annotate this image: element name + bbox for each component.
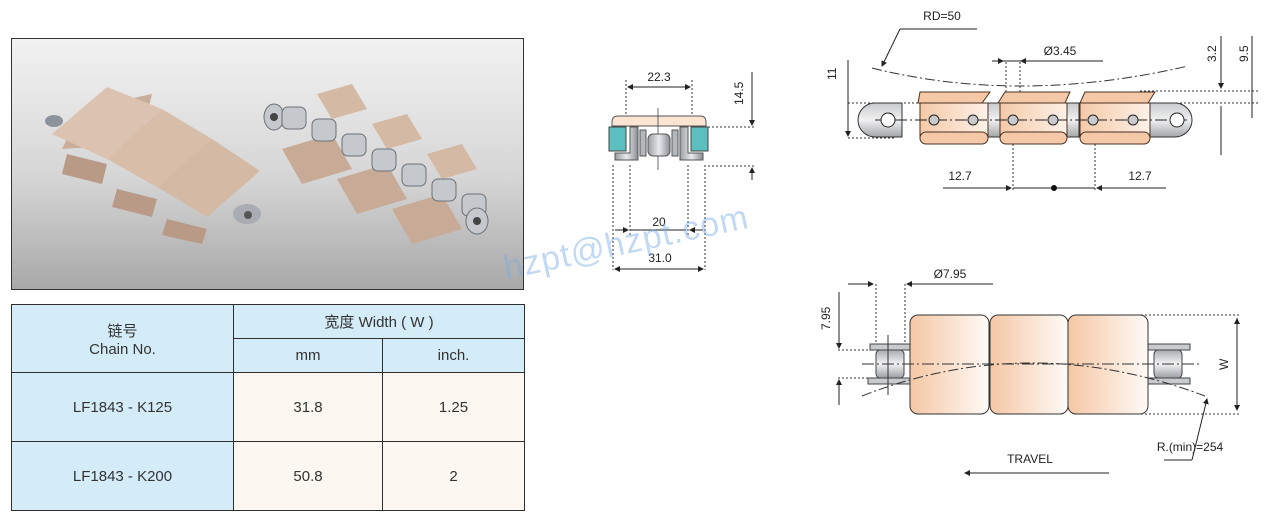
width-mm-cell: 50.8 (233, 441, 383, 511)
dim-height: 14.5 (732, 81, 746, 105)
top-view-drawing: Ø7.95 7.95 W R.(min)=254 TRAVEL (819, 267, 1240, 476)
dim-3-2: 3.2 (1205, 45, 1219, 62)
unit-inch-header: inch. (382, 338, 525, 373)
chain-no-cell: LF1843 - K200 (11, 441, 234, 511)
radius-label: RD=50 (923, 9, 961, 23)
table-row: LF1843 - K200 50.8 2 (11, 441, 525, 511)
width-header: 宽度 Width ( W ) (233, 304, 525, 339)
pitch-right: 12.7 (1128, 169, 1152, 183)
width-inch-cell: 2 (382, 441, 525, 511)
unit-mm-header: mm (233, 338, 383, 373)
dim-7-95: 7.95 (819, 306, 833, 330)
chain-spec-table: 链号 Chain No. 宽度 Width ( W ) mm inch. LF1… (11, 304, 525, 511)
chain-photo-illustration (45, 84, 489, 244)
width-mm-cell: 31.8 (233, 372, 383, 442)
chain-no-cell: LF1843 - K125 (11, 372, 234, 442)
chain-underside (263, 84, 489, 244)
assembled-chain (45, 87, 261, 244)
travel-label: TRAVEL (1007, 452, 1053, 466)
pin-diameter-label: Ø3.45 (1044, 44, 1077, 58)
width-inch-cell: 1.25 (382, 372, 525, 442)
chain-no-header-cn: 链号 (107, 322, 138, 340)
dim-outer-width: 31.0 (648, 251, 672, 265)
pitch-left: 12.7 (948, 169, 972, 183)
cross-section-drawing: 22.3 14.5 20 31.0 (608, 70, 755, 272)
product-photo (11, 38, 524, 290)
dim-11: 11 (825, 67, 839, 80)
width-label: W (1217, 358, 1231, 370)
side-view-drawing: RD=50 Ø3.45 11 3.2 9.5 12.7 (825, 9, 1260, 191)
chain-no-header-en: Chain No. (89, 340, 156, 358)
chain-no-header: 链号 Chain No. (11, 304, 234, 373)
roller-diameter-label: Ø7.95 (934, 267, 967, 281)
dim-inner-width: 20 (652, 215, 666, 229)
min-radius-label: R.(min)=254 (1157, 440, 1224, 454)
table-row: LF1843 - K125 31.8 1.25 (11, 372, 525, 442)
dim-9-5: 9.5 (1237, 45, 1251, 62)
dim-top-width: 22.3 (647, 70, 671, 84)
